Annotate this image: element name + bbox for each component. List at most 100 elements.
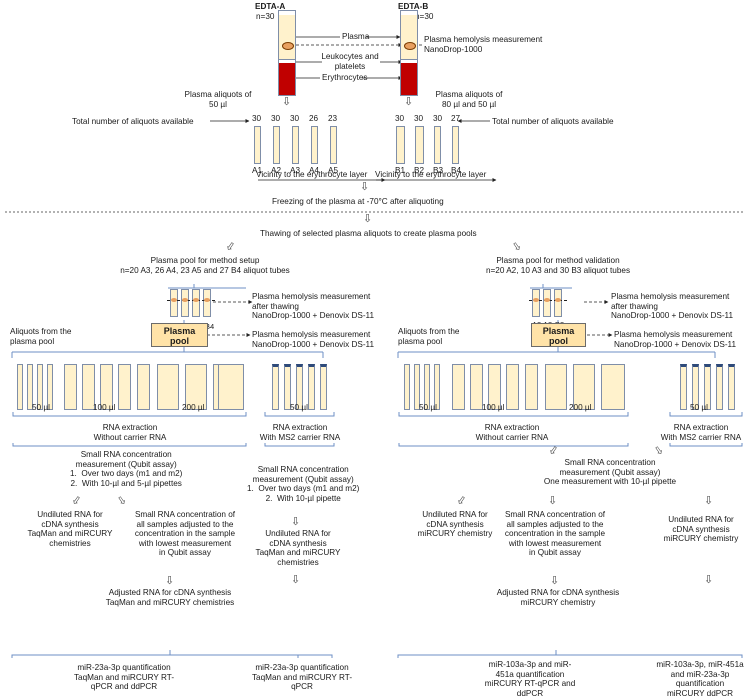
validation-vol-100: 100 µl [482,403,505,412]
label-b1: B1 [395,166,406,175]
validation-quant-right: miR-103a-3p, miR-451a and miR-23a-3p qua… [656,660,744,698]
setup-label-b4: B4 [205,322,215,331]
validation-hemo-pool: Plasma hemolysis measurement NanoDrop-10… [614,330,737,349]
setup-aliquot-200 [218,364,244,410]
setup-hemo-pool: Plasma hemolysis measurement NanoDrop-10… [252,330,375,349]
setup-aliquot-ms2 [296,364,303,410]
label-a4: A4 [309,166,320,175]
setup-undiluted-right: Undiluted RNA for cDNA synthesis TaqMan … [255,529,341,567]
tube-b-count: n=30 [415,12,434,21]
validation-quant-left: miR-103a-3p and miR- 451a quantification… [484,660,576,698]
buffy-coat-icon [404,42,416,50]
count-b3: 30 [433,114,443,123]
down-arrow-icon: ⇩ [282,96,292,108]
total-aliquots-right: Total number of aliquots available [492,117,614,126]
validation-aliquot-100 [506,364,519,410]
down-arrow-icon: ⇩ [404,96,414,108]
setup-aliquots-from: Aliquots from the plasma pool [10,327,72,346]
aliquot-tube-a4 [311,126,318,164]
setup-tube-b4 [203,289,211,317]
setup-adjusted-cdna: Adjusted RNA for cDNA synthesis TaqMan a… [105,588,235,607]
setup-aliquot-100 [118,364,131,410]
total-aliquots-left: Total number of aliquots available [72,117,194,126]
setup-aliquot-200 [157,364,179,410]
down-arrow-icon: ⇩ [363,213,373,225]
down-arrow-icon: ⇩ [165,575,175,587]
label-a5: A5 [328,166,339,175]
validation-aliquot-ms2 [704,364,711,410]
setup-rna-no-carrier: RNA extraction Without carrier RNA [93,423,167,442]
down-arrow-icon: ⇩ [704,574,714,586]
validation-aliquots-from: Aliquots from the plasma pool [398,327,460,346]
validation-tube-b3 [554,289,562,317]
vicinity-b-label: Vicinity to the erythrocyte layer [375,170,487,179]
count-a2: 30 [271,114,281,123]
setup-tube-a3 [170,289,178,317]
buffy-coat-icon [193,298,199,302]
freezing-label: Freezing of the plasma at -70°C after al… [272,197,444,206]
setup-undiluted-left: Undiluted RNA for cDNA synthesis TaqMan … [27,510,113,548]
validation-undiluted-left: Undiluted RNA for cDNA synthesis miRCURY… [417,510,493,539]
count-a3: 30 [290,114,300,123]
validation-aliquot-50 [424,364,430,410]
validation-vol-200: 200 µl [569,403,592,412]
label-b3: B3 [433,166,444,175]
setup-aliquot-50 [27,364,33,410]
setup-aliquot-100 [100,364,113,410]
validation-hemo-thaw: Plasma hemolysis measurement after thawi… [611,292,734,321]
buffy-coat-icon [182,298,188,302]
validation-aliquot-200 [601,364,625,410]
setup-quant-right: miR-23a-3p quantification TaqMan and miR… [251,663,353,692]
validation-undiluted-right: Undiluted RNA for cDNA synthesis miRCURY… [663,515,739,544]
setup-qubit-left: Small RNA concentration measurement (Qub… [70,450,183,488]
validation-aliquot-100 [452,364,465,410]
setup-qubit-right: Small RNA concentration measurement (Qub… [247,465,360,503]
label-b2: B2 [414,166,425,175]
validation-aliquot-50 [414,364,420,410]
aliquots-a-label: Plasma aliquots of 50 µl [184,90,252,109]
aliquot-tube-a5 [330,126,337,164]
validation-vol-50-ms2: 50 µl [690,403,708,412]
setup-adjusted-text: Small RNA concentration of all samples a… [134,510,236,558]
down-arrow-icon: ⇩ [291,574,301,586]
edta-a-tube [278,10,296,96]
setup-quant-left: miR-23a-3p quantification TaqMan and miR… [73,663,175,692]
validation-rna-no-carrier: RNA extraction Without carrier RNA [475,423,549,442]
aliquot-tube-a2 [273,126,280,164]
setup-tube-a4 [181,289,189,317]
down-arrow-icon: ⇩ [291,516,301,528]
buffy-coat-icon [555,298,561,302]
setup-aliquot-ms2 [284,364,291,410]
setup-tube-a5 [192,289,200,317]
validation-pool-title: Plasma pool for method validation n=20 A… [485,256,631,275]
setup-aliquot-100 [137,364,150,410]
tube-b-label: EDTA-B [398,2,429,11]
validation-tube-a2 [532,289,540,317]
setup-vol-50-ms2: 50 µl [290,403,308,412]
validation-qubit: Small RNA concentration measurement (Qub… [543,458,677,487]
validation-aliquot-50 [434,364,440,410]
thawing-label: Thawing of selected plasma aliquots to c… [260,229,477,238]
validation-aliquot-100 [525,364,538,410]
setup-hemo-thaw: Plasma hemolysis measurement after thawi… [252,292,375,321]
aliquot-tube-b1 [396,126,405,164]
count-b2: 30 [414,114,424,123]
setup-vol-100: 100 µl [93,403,116,412]
validation-aliquot-100 [470,364,483,410]
setup-rna-ms2: RNA extraction With MS2 carrier RNA [259,423,341,442]
validation-tube-a3 [543,289,551,317]
label-a2: A2 [271,166,282,175]
setup-vol-50: 50 µl [32,403,50,412]
validation-aliquot-ms2 [728,364,735,410]
validation-aliquot-50 [404,364,410,410]
buffy-coat-icon [204,298,210,302]
validation-adjusted-cdna: Adjusted RNA for cDNA synthesis miRCURY … [496,588,620,607]
aliquot-tube-a1 [254,126,261,164]
hemolysis-top-label: Plasma hemolysis measurement NanoDrop-10… [424,35,543,54]
count-b1: 30 [395,114,405,123]
setup-aliquot-ms2 [308,364,315,410]
buffy-coat-icon [544,298,550,302]
buffy-coat-icon [171,298,177,302]
validation-adjusted-text: Small RNA concentration of all samples a… [504,510,606,558]
label-a3: A3 [290,166,301,175]
